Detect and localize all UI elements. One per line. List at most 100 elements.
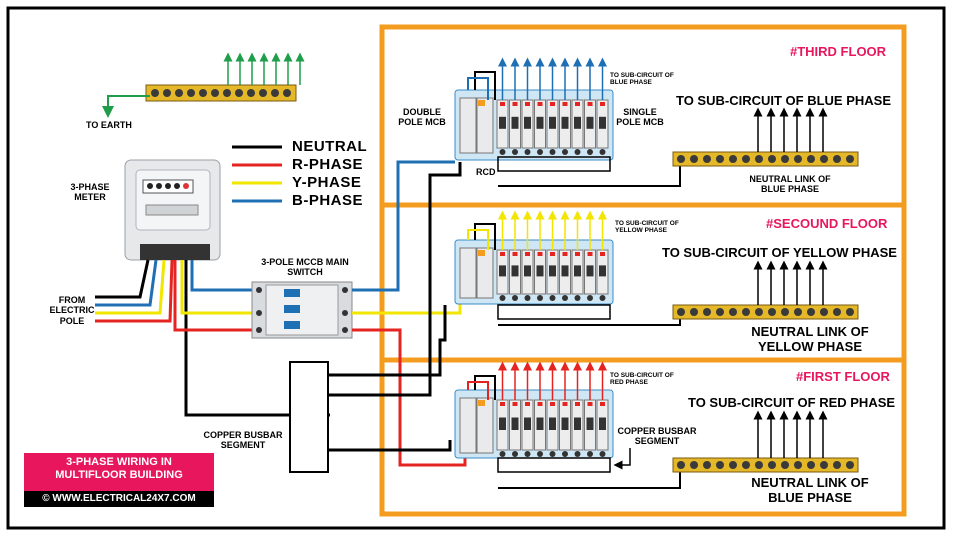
mcb-indicator — [587, 402, 593, 406]
screw — [199, 89, 207, 97]
neutral-link-second — [672, 304, 859, 320]
screw — [524, 149, 531, 155]
screw — [833, 155, 841, 163]
second-subcircuit-big: TO SUB-CIRCUIT OF YELLOW PHASE — [662, 245, 897, 260]
screw — [703, 461, 711, 469]
mcb-indicator — [600, 102, 605, 106]
screw — [794, 461, 802, 469]
mcb-indicator — [525, 102, 530, 106]
screw — [259, 89, 267, 97]
mcb-toggle — [586, 265, 594, 277]
screw — [833, 461, 841, 469]
mcb-toggle — [574, 265, 581, 277]
screw — [820, 461, 828, 469]
screw — [256, 327, 262, 333]
meter-digit — [165, 183, 171, 189]
mcb-toggle — [499, 265, 506, 277]
mcb-indicator — [600, 252, 605, 256]
first-floor-tag: #FIRST FLOOR — [796, 369, 890, 384]
mcb-toggle — [574, 116, 581, 129]
mcb-indicator — [525, 402, 530, 406]
mcb-indicator — [550, 402, 555, 406]
screw — [587, 295, 593, 301]
mcb-toggle — [499, 116, 506, 129]
meter-digit — [156, 183, 162, 189]
mcb-toggle — [574, 417, 581, 430]
mcb-toggle — [499, 417, 506, 430]
screw — [223, 89, 231, 97]
meter-to-mccb-wires — [173, 260, 330, 417]
legend-y-phase: Y-PHASE — [292, 174, 362, 191]
screw — [574, 451, 581, 457]
mcb-indicator — [537, 252, 543, 256]
mcb-toggle — [586, 116, 594, 129]
mcb-toggle — [511, 417, 519, 430]
mcb-toggle — [524, 116, 531, 129]
mcb-toggle — [561, 265, 569, 277]
third-neutral-link-label: NEUTRAL LINK OF BLUE PHASE — [749, 174, 831, 195]
copper-busbar-segment — [289, 361, 329, 473]
first-floor-board — [454, 361, 681, 489]
screw — [768, 308, 776, 316]
screw — [599, 295, 606, 301]
screw — [256, 287, 262, 293]
screw — [690, 461, 698, 469]
mcb-indicator — [562, 102, 568, 106]
meter-label: 3-PHASE METER — [70, 182, 110, 203]
mcb-indicator — [575, 102, 580, 106]
screw — [755, 308, 763, 316]
screw — [537, 295, 543, 301]
third-floor-tag: #THIRD FLOOR — [790, 44, 887, 59]
screw — [677, 461, 685, 469]
screw — [833, 308, 841, 316]
neutral-link-first — [672, 457, 859, 473]
screw — [677, 155, 685, 163]
mcb-indicator — [525, 252, 530, 256]
mcb-toggle — [536, 265, 544, 277]
mccb-label: 3-POLE MCCB MAIN SWITCH — [261, 257, 349, 278]
screw — [729, 308, 737, 316]
screw — [807, 308, 815, 316]
credit-text: © WWW.ELECTRICAL24X7.COM — [24, 491, 214, 507]
busbar-pointer — [613, 448, 631, 470]
busbar-left-label: COPPER BUSBAR SEGMENT — [203, 430, 283, 451]
legend-b-phase: B-PHASE — [292, 192, 364, 209]
screw — [794, 155, 802, 163]
neutral-link-third — [672, 151, 859, 167]
double-pole-mcb-label: DOUBLE POLE MCB — [398, 107, 446, 128]
first-subcircuit-small: TO SUB-CIRCUIT OF RED PHASE — [610, 372, 674, 387]
screw — [512, 451, 518, 457]
single-pole-mcb-label: SINGLE POLE MCB — [616, 107, 664, 128]
to-earth-label: TO EARTH — [86, 120, 132, 130]
mcb-indicator — [500, 402, 505, 406]
meter-digit — [183, 183, 189, 189]
mcb-toggle — [536, 417, 544, 430]
mcb-indicator — [550, 102, 555, 106]
outer-border — [6, 6, 946, 530]
screw — [562, 295, 568, 301]
screw — [211, 89, 219, 97]
mcb-toggle — [524, 265, 531, 277]
mcb-toggle — [561, 116, 569, 129]
busbar-right-label: COPPER BUSBAR SEGMENT — [617, 426, 697, 447]
screw — [716, 461, 724, 469]
legend-r-phase: R-PHASE — [292, 156, 364, 173]
screw — [574, 149, 581, 155]
mcb-indicator — [537, 102, 543, 106]
mcb-toggle — [549, 417, 556, 430]
screw — [524, 295, 531, 301]
screw — [163, 89, 171, 97]
mcb-toggle — [549, 116, 556, 129]
screw — [729, 155, 737, 163]
screw — [562, 149, 568, 155]
mcb-indicator — [600, 402, 605, 406]
mcb-indicator — [562, 252, 568, 256]
from-pole-label: FROM ELECTRIC POLE — [49, 295, 95, 326]
screw — [742, 308, 750, 316]
incoming-wires — [95, 259, 174, 323]
screw — [342, 327, 348, 333]
mcb-indicator — [575, 402, 580, 406]
title-banner — [24, 453, 214, 491]
screw — [271, 89, 279, 97]
screw — [807, 155, 815, 163]
